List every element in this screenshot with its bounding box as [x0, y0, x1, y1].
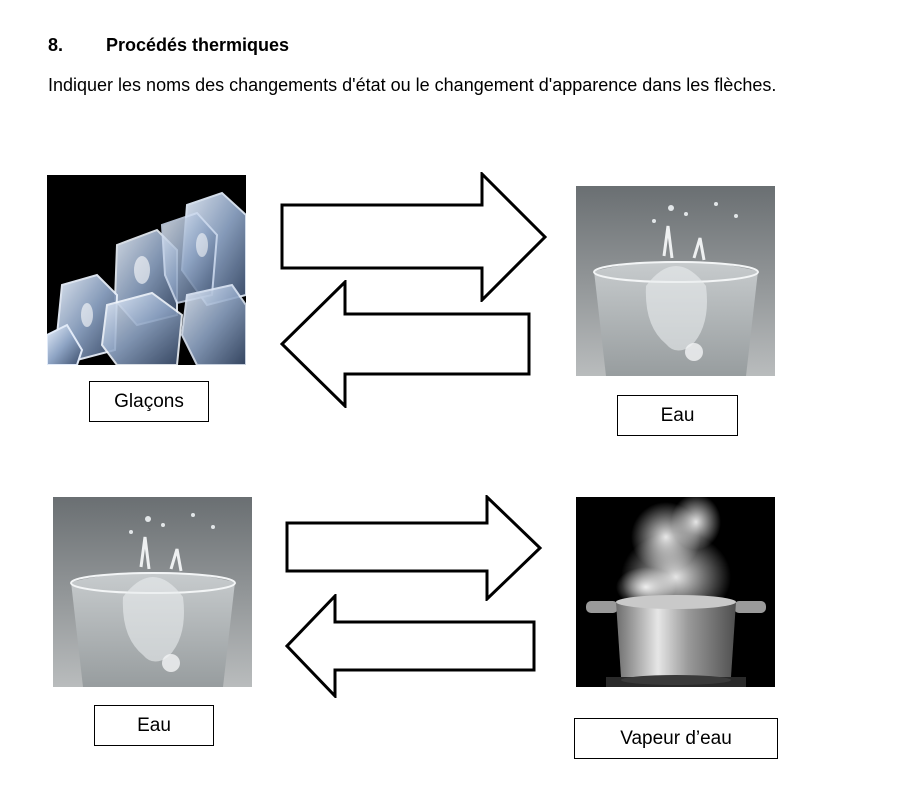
- instruction-text: Indiquer les noms des changements d'état…: [48, 75, 777, 95]
- exercise-title: Procédés thermiques: [106, 35, 290, 55]
- arrow-left-2: [285, 594, 536, 698]
- label-water-1: Eau: [617, 395, 738, 436]
- label-water-vapor: Vapeur d’eau: [574, 718, 778, 759]
- label-ice-cubes: Glaçons: [89, 381, 209, 422]
- steaming-pot-image: [576, 497, 775, 687]
- arrow-right-1: [280, 172, 548, 302]
- label-water-2: Eau: [94, 705, 214, 746]
- arrow-right-2: [285, 495, 543, 601]
- exercise-heading: 8. Procédés thermiques: [48, 35, 289, 56]
- arrow-left-1: [280, 280, 531, 408]
- exercise-number: 8.: [48, 35, 64, 55]
- water-glass-image: [576, 186, 775, 376]
- water-glass-image-2: [53, 497, 252, 687]
- ice-cubes-image: [47, 175, 246, 365]
